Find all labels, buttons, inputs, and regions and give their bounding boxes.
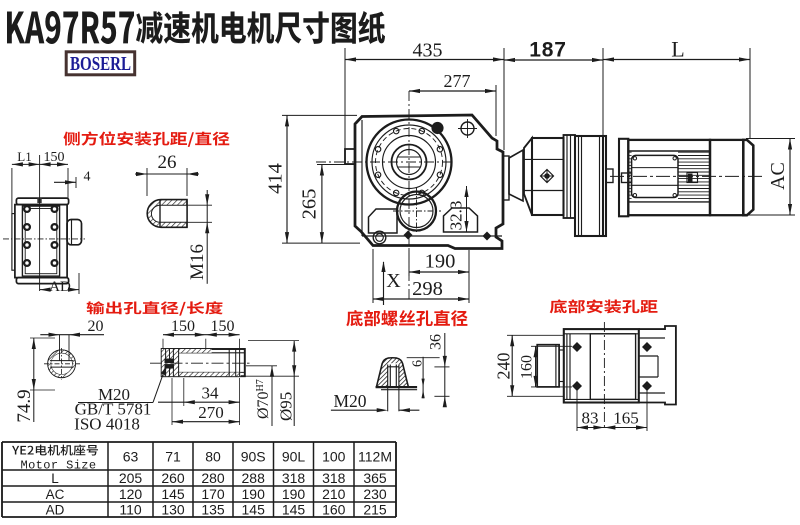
svg-text:190: 190 bbox=[282, 486, 306, 502]
svg-text:160: 160 bbox=[519, 355, 536, 379]
svg-text:130: 130 bbox=[161, 501, 185, 517]
svg-text:205: 205 bbox=[119, 470, 143, 486]
svg-text:187: 187 bbox=[529, 39, 566, 62]
svg-text:277: 277 bbox=[444, 71, 471, 91]
svg-text:L: L bbox=[51, 471, 59, 486]
svg-text:32.3: 32.3 bbox=[447, 201, 466, 231]
svg-text:ISO 4018: ISO 4018 bbox=[74, 415, 140, 434]
svg-text:135: 135 bbox=[201, 501, 225, 517]
svg-text:365: 365 bbox=[363, 470, 387, 486]
svg-text:270: 270 bbox=[198, 403, 224, 422]
svg-text:63: 63 bbox=[123, 449, 139, 465]
svg-text:M20: M20 bbox=[333, 391, 366, 411]
svg-text:160: 160 bbox=[322, 501, 346, 517]
svg-text:36: 36 bbox=[428, 334, 445, 350]
svg-text:150: 150 bbox=[171, 318, 195, 335]
svg-text:AD: AD bbox=[46, 502, 65, 517]
svg-text:165: 165 bbox=[613, 409, 639, 428]
svg-text:M20: M20 bbox=[98, 385, 130, 404]
svg-text:215: 215 bbox=[363, 501, 387, 517]
svg-text:M16: M16 bbox=[187, 244, 208, 280]
svg-text:414: 414 bbox=[265, 163, 287, 194]
svg-text:X: X bbox=[386, 270, 401, 292]
svg-text:145: 145 bbox=[242, 501, 266, 517]
svg-text:74.9: 74.9 bbox=[14, 389, 35, 422]
svg-text:318: 318 bbox=[322, 470, 346, 486]
svg-text:110: 110 bbox=[119, 501, 142, 517]
svg-text:L: L bbox=[671, 37, 684, 62]
svg-text:26: 26 bbox=[158, 152, 177, 173]
svg-text:112M: 112M bbox=[358, 449, 392, 465]
svg-text:34: 34 bbox=[202, 384, 220, 403]
svg-text:100: 100 bbox=[322, 449, 346, 465]
svg-text:280: 280 bbox=[201, 470, 225, 486]
svg-text:145: 145 bbox=[282, 501, 306, 517]
svg-text:190: 190 bbox=[425, 251, 456, 273]
svg-text:AD: AD bbox=[49, 279, 71, 295]
svg-text:150: 150 bbox=[211, 318, 235, 335]
svg-text:20: 20 bbox=[88, 318, 104, 335]
svg-text:90L: 90L bbox=[282, 449, 306, 465]
svg-text:AC: AC bbox=[46, 487, 65, 502]
svg-text:80: 80 bbox=[205, 449, 221, 465]
svg-text:145: 145 bbox=[161, 486, 185, 502]
svg-text:230: 230 bbox=[363, 486, 387, 502]
svg-text:190: 190 bbox=[242, 486, 266, 502]
svg-text:GB/T 5781: GB/T 5781 bbox=[75, 400, 152, 419]
svg-text:AC: AC bbox=[767, 162, 789, 190]
svg-text:150: 150 bbox=[44, 150, 65, 165]
svg-text:435: 435 bbox=[413, 40, 443, 62]
svg-text:210: 210 bbox=[322, 486, 346, 502]
svg-text:Motor Size: Motor Size bbox=[20, 459, 96, 473]
svg-text:170: 170 bbox=[201, 486, 225, 502]
svg-text:83: 83 bbox=[582, 409, 599, 428]
svg-text:120: 120 bbox=[119, 486, 143, 502]
svg-text:71: 71 bbox=[165, 449, 181, 465]
svg-text:6: 6 bbox=[411, 360, 426, 367]
svg-text:318: 318 bbox=[282, 470, 306, 486]
svg-text:240: 240 bbox=[494, 353, 514, 380]
svg-text:4: 4 bbox=[84, 170, 91, 185]
svg-text:L1: L1 bbox=[17, 149, 31, 164]
svg-text:260: 260 bbox=[161, 470, 185, 486]
svg-text:288: 288 bbox=[242, 470, 266, 486]
svg-text:Ø95: Ø95 bbox=[277, 392, 296, 421]
svg-text:90S: 90S bbox=[241, 449, 266, 465]
svg-text:265: 265 bbox=[299, 189, 321, 220]
svg-text:BOSERL: BOSERL bbox=[70, 53, 131, 75]
svg-text:298: 298 bbox=[412, 278, 443, 300]
